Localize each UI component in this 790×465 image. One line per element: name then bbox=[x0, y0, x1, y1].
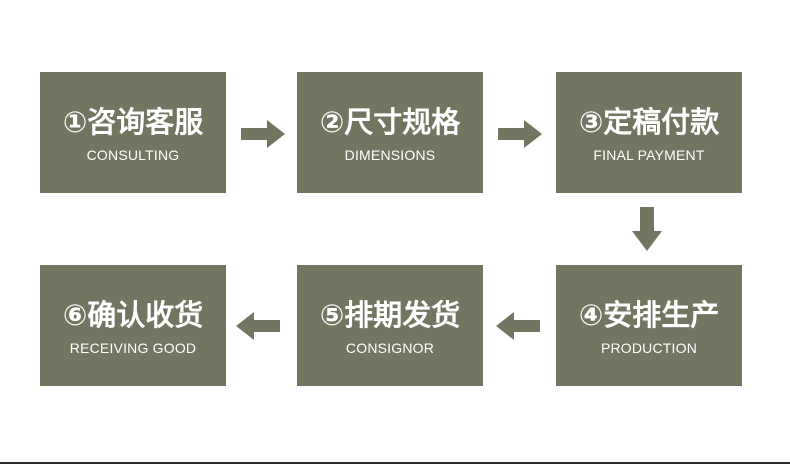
step-subtitle: FINAL PAYMENT bbox=[593, 147, 705, 163]
step-final-payment: ③定稿付款 FINAL PAYMENT bbox=[556, 72, 742, 193]
step-subtitle: CONSULTING bbox=[86, 147, 180, 163]
arrow-left-icon bbox=[236, 312, 280, 340]
step-subtitle: PRODUCTION bbox=[600, 340, 698, 356]
step-production: ④安排生产 PRODUCTION bbox=[556, 265, 742, 386]
step-title: ④安排生产 bbox=[578, 298, 720, 332]
bottom-divider bbox=[0, 462, 790, 464]
arrow-down-icon bbox=[632, 207, 662, 251]
arrow-right-icon bbox=[498, 120, 542, 148]
arrow-right-icon bbox=[241, 120, 285, 148]
step-title: ①咨询客服 bbox=[62, 105, 204, 139]
step-title: ⑤排期发货 bbox=[319, 298, 461, 332]
step-subtitle: RECEIVING GOOD bbox=[69, 340, 197, 356]
step-consulting: ①咨询客服 CONSULTING bbox=[40, 72, 226, 193]
step-consignor: ⑤排期发货 CONSIGNOR bbox=[297, 265, 483, 386]
step-title: ⑥确认收货 bbox=[62, 298, 204, 332]
arrow-left-icon bbox=[496, 312, 540, 340]
step-subtitle: DIMENSIONS bbox=[344, 147, 436, 163]
step-receiving-good: ⑥确认收货 RECEIVING GOOD bbox=[40, 265, 226, 386]
step-subtitle: CONSIGNOR bbox=[345, 340, 435, 356]
step-title: ②尺寸规格 bbox=[319, 105, 461, 139]
step-title: ③定稿付款 bbox=[578, 105, 720, 139]
step-dimensions: ②尺寸规格 DIMENSIONS bbox=[297, 72, 483, 193]
